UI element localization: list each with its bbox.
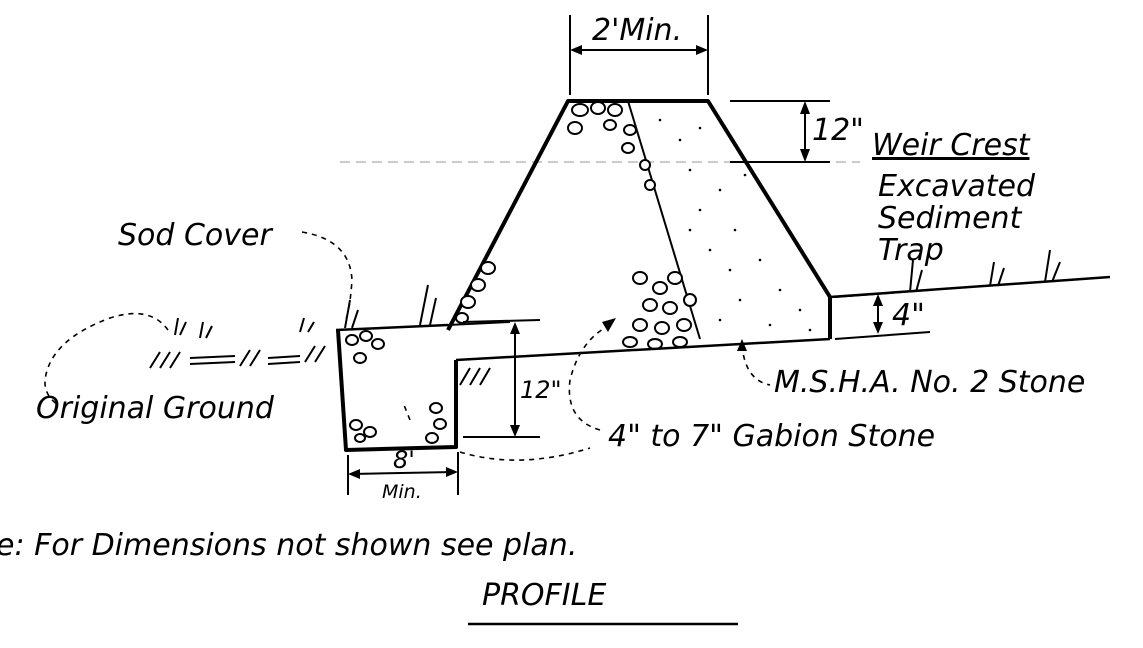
gabion-stone-leader <box>568 324 611 431</box>
key-width-min-label: Min. <box>382 481 422 503</box>
key-depth-arrowheads <box>510 322 520 437</box>
original-ground-label: Original Ground <box>36 391 275 426</box>
key-width-dimension-line <box>351 471 455 475</box>
gabion-stones-key <box>345 330 447 444</box>
grass-tufts <box>174 249 1061 339</box>
gabion-stones-body <box>455 101 697 350</box>
crest-height-arrowheads <box>800 101 810 162</box>
profile-title: PROFILE <box>482 578 606 613</box>
excavated-label-line2: Sediment <box>878 201 1023 236</box>
weir-crest-label: Weir Crest <box>872 128 1031 163</box>
key-width-extension-lines <box>347 452 459 495</box>
top-width-label: 2'Min. <box>592 13 682 48</box>
excavated-label-line1: Excavated <box>878 169 1036 204</box>
original-ground-leader <box>44 312 169 406</box>
key-width-arrowheads <box>348 467 458 479</box>
excavated-label-line3: Trap <box>878 233 944 268</box>
dimensions-note: e: For Dimensions not shown see plan. <box>0 528 577 563</box>
crest-height-extension-lines <box>730 100 830 163</box>
no2-stone-speckle <box>658 118 812 332</box>
trap-depth-arrowheads <box>873 294 883 334</box>
crest-height-label: 12" <box>812 113 864 148</box>
ground-under-weir-left <box>447 321 511 326</box>
key-trench-outline <box>336 329 458 452</box>
gabion-key-leader <box>403 404 411 421</box>
gabion-stone-leader-lower <box>459 447 591 461</box>
sod-cover-leader <box>301 231 353 323</box>
key-depth-extension-lines <box>462 319 541 438</box>
msha-stone-arrowhead <box>737 339 747 351</box>
original-ground-hatching <box>149 345 491 386</box>
ground-left-of-weir <box>335 323 449 332</box>
excavation-bottom-line <box>455 337 831 362</box>
trap-depth-extension-lines <box>834 289 931 340</box>
gabion-stone-arrowhead <box>602 318 616 332</box>
key-width-label: 8' <box>393 446 415 474</box>
key-depth-label: 12" <box>520 376 562 404</box>
msha-stone-label: M.S.H.A. No. 2 Stone <box>774 365 1085 400</box>
sod-cover-label: Sod Cover <box>118 218 273 253</box>
weir-body-outline <box>446 99 832 339</box>
gabion-stone-label: 4" to 7" Gabion Stone <box>608 419 935 454</box>
top-width-extension-lines <box>569 15 709 95</box>
trap-depth-label: 4" <box>892 298 925 333</box>
